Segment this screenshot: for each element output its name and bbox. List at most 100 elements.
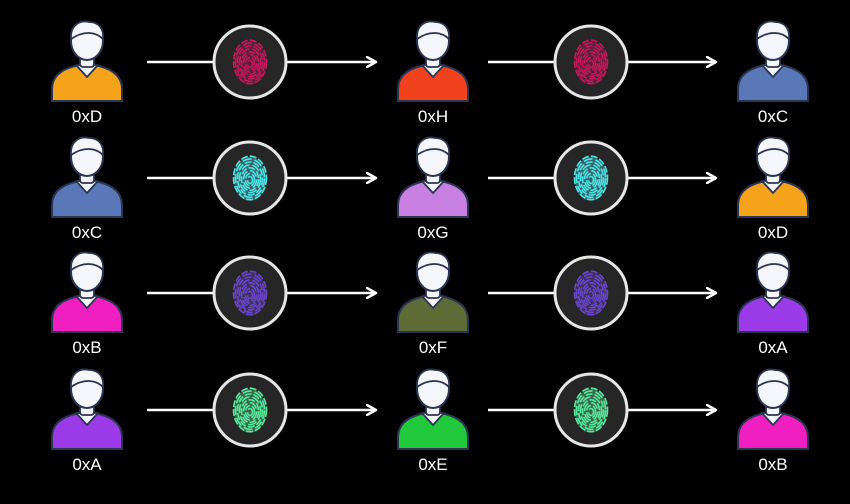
fingerprint-ridge (577, 276, 605, 311)
fingerprint-ridge (234, 158, 266, 199)
fingerprint-ridge (246, 290, 254, 300)
fingerprint-ridge (236, 161, 264, 196)
right-user-label: 0xA (758, 338, 788, 357)
fingerprint-ridge (244, 172, 256, 187)
fingerprint-icon (573, 39, 609, 85)
fingerprint-ridge (579, 279, 603, 309)
right-user-label: 0xC (758, 107, 788, 126)
user-shirt (51, 65, 123, 102)
badge-circle (212, 255, 288, 331)
fingerprint-badge (553, 255, 629, 331)
fingerprint-ridge (585, 172, 597, 187)
swap-row: 0xC 0xG 0xD (51, 136, 809, 242)
user-hair (70, 136, 104, 156)
middle-user-icon (397, 20, 469, 102)
fingerprint-badge (212, 372, 288, 448)
fingerprint-ridge (573, 387, 609, 433)
fingerprint-badge (212, 255, 288, 331)
fingerprint-ridge (587, 175, 595, 185)
fingerprint-ridge (238, 48, 262, 78)
user-hair (756, 251, 790, 271)
fingerprint-ridge (575, 158, 607, 199)
user-shirt (737, 296, 809, 333)
user-hair (70, 251, 104, 271)
fingerprint-ridge (244, 404, 256, 419)
user-shirt (397, 181, 469, 218)
fingerprint-ridge (240, 167, 260, 192)
left-user-icon (51, 20, 123, 102)
right-user-icon (737, 368, 809, 450)
fingerprint-ridge (583, 284, 599, 304)
fingerprint-icon (232, 39, 268, 85)
fingerprint-ridge (579, 48, 603, 78)
fingerprint-ridge (579, 164, 603, 194)
fingerprint-badge (212, 140, 288, 216)
fingerprint-ridge (575, 273, 607, 314)
user-shirt (397, 65, 469, 102)
middle-user-label: 0xE (418, 455, 447, 474)
user-shirt (737, 65, 809, 102)
fingerprint-icon (573, 387, 609, 433)
fingerprint-ridge (244, 56, 256, 71)
fingerprint-ridge (585, 56, 597, 71)
middle-user-label: 0xG (417, 223, 448, 242)
fingerprint-ridge (246, 175, 254, 185)
fingerprint-ridge (577, 161, 605, 196)
fingerprint-ridge (587, 59, 595, 69)
right-user-label: 0xD (758, 223, 788, 242)
badge-circle (553, 24, 629, 100)
fingerprint-icon (573, 155, 609, 201)
fingerprint-ridge (240, 282, 260, 307)
fingerprint-ridge (575, 42, 607, 83)
fingerprint-icon (232, 270, 268, 316)
fingerprint-ridge (573, 155, 609, 201)
user-shirt (51, 296, 123, 333)
user-hair (416, 136, 450, 156)
user-hair (756, 136, 790, 156)
fingerprint-ridge (575, 390, 607, 431)
fingerprint-ridge (232, 387, 268, 433)
right-user-label: 0xB (758, 455, 787, 474)
badge-circle (212, 24, 288, 100)
left-user-label: 0xC (72, 223, 102, 242)
fingerprint-ridge (577, 393, 605, 428)
fingerprint-ridge (238, 396, 262, 426)
user-shirt (397, 296, 469, 333)
right-user-icon (737, 136, 809, 218)
left-user-icon (51, 368, 123, 450)
fingerprint-ridge (587, 407, 595, 417)
fingerprint-ridge (579, 396, 603, 426)
left-user-label: 0xD (72, 107, 102, 126)
fingerprint-ridge (236, 276, 264, 311)
fingerprint-ridge (581, 50, 601, 76)
fingerprint-badge (212, 24, 288, 100)
fingerprint-ridge (232, 155, 268, 201)
fingerprint-ridge (240, 50, 260, 76)
user-shirt (737, 181, 809, 218)
fingerprint-ridge (234, 390, 266, 431)
fingerprint-ridge (236, 393, 264, 428)
user-hair (416, 251, 450, 271)
fingerprint-ridge (232, 39, 268, 85)
user-hair (416, 20, 450, 40)
fingerprint-ridge (583, 53, 599, 73)
badge-circle (212, 140, 288, 216)
fingerprint-ridge (581, 282, 601, 307)
middle-user-icon (397, 251, 469, 333)
badge-circle (553, 372, 629, 448)
fingerprint-badge (553, 140, 629, 216)
middle-user-icon (397, 136, 469, 218)
fingerprint-ridge (587, 290, 595, 300)
fingerprint-ridge (246, 59, 254, 69)
middle-user-label: 0xF (419, 338, 447, 357)
left-user-icon (51, 136, 123, 218)
middle-user-icon (397, 368, 469, 450)
fingerprint-ridge (242, 169, 258, 189)
user-shirt (737, 413, 809, 450)
left-user-label: 0xB (72, 338, 101, 357)
middle-user-label: 0xH (418, 107, 448, 126)
fingerprint-ridge (234, 42, 266, 83)
